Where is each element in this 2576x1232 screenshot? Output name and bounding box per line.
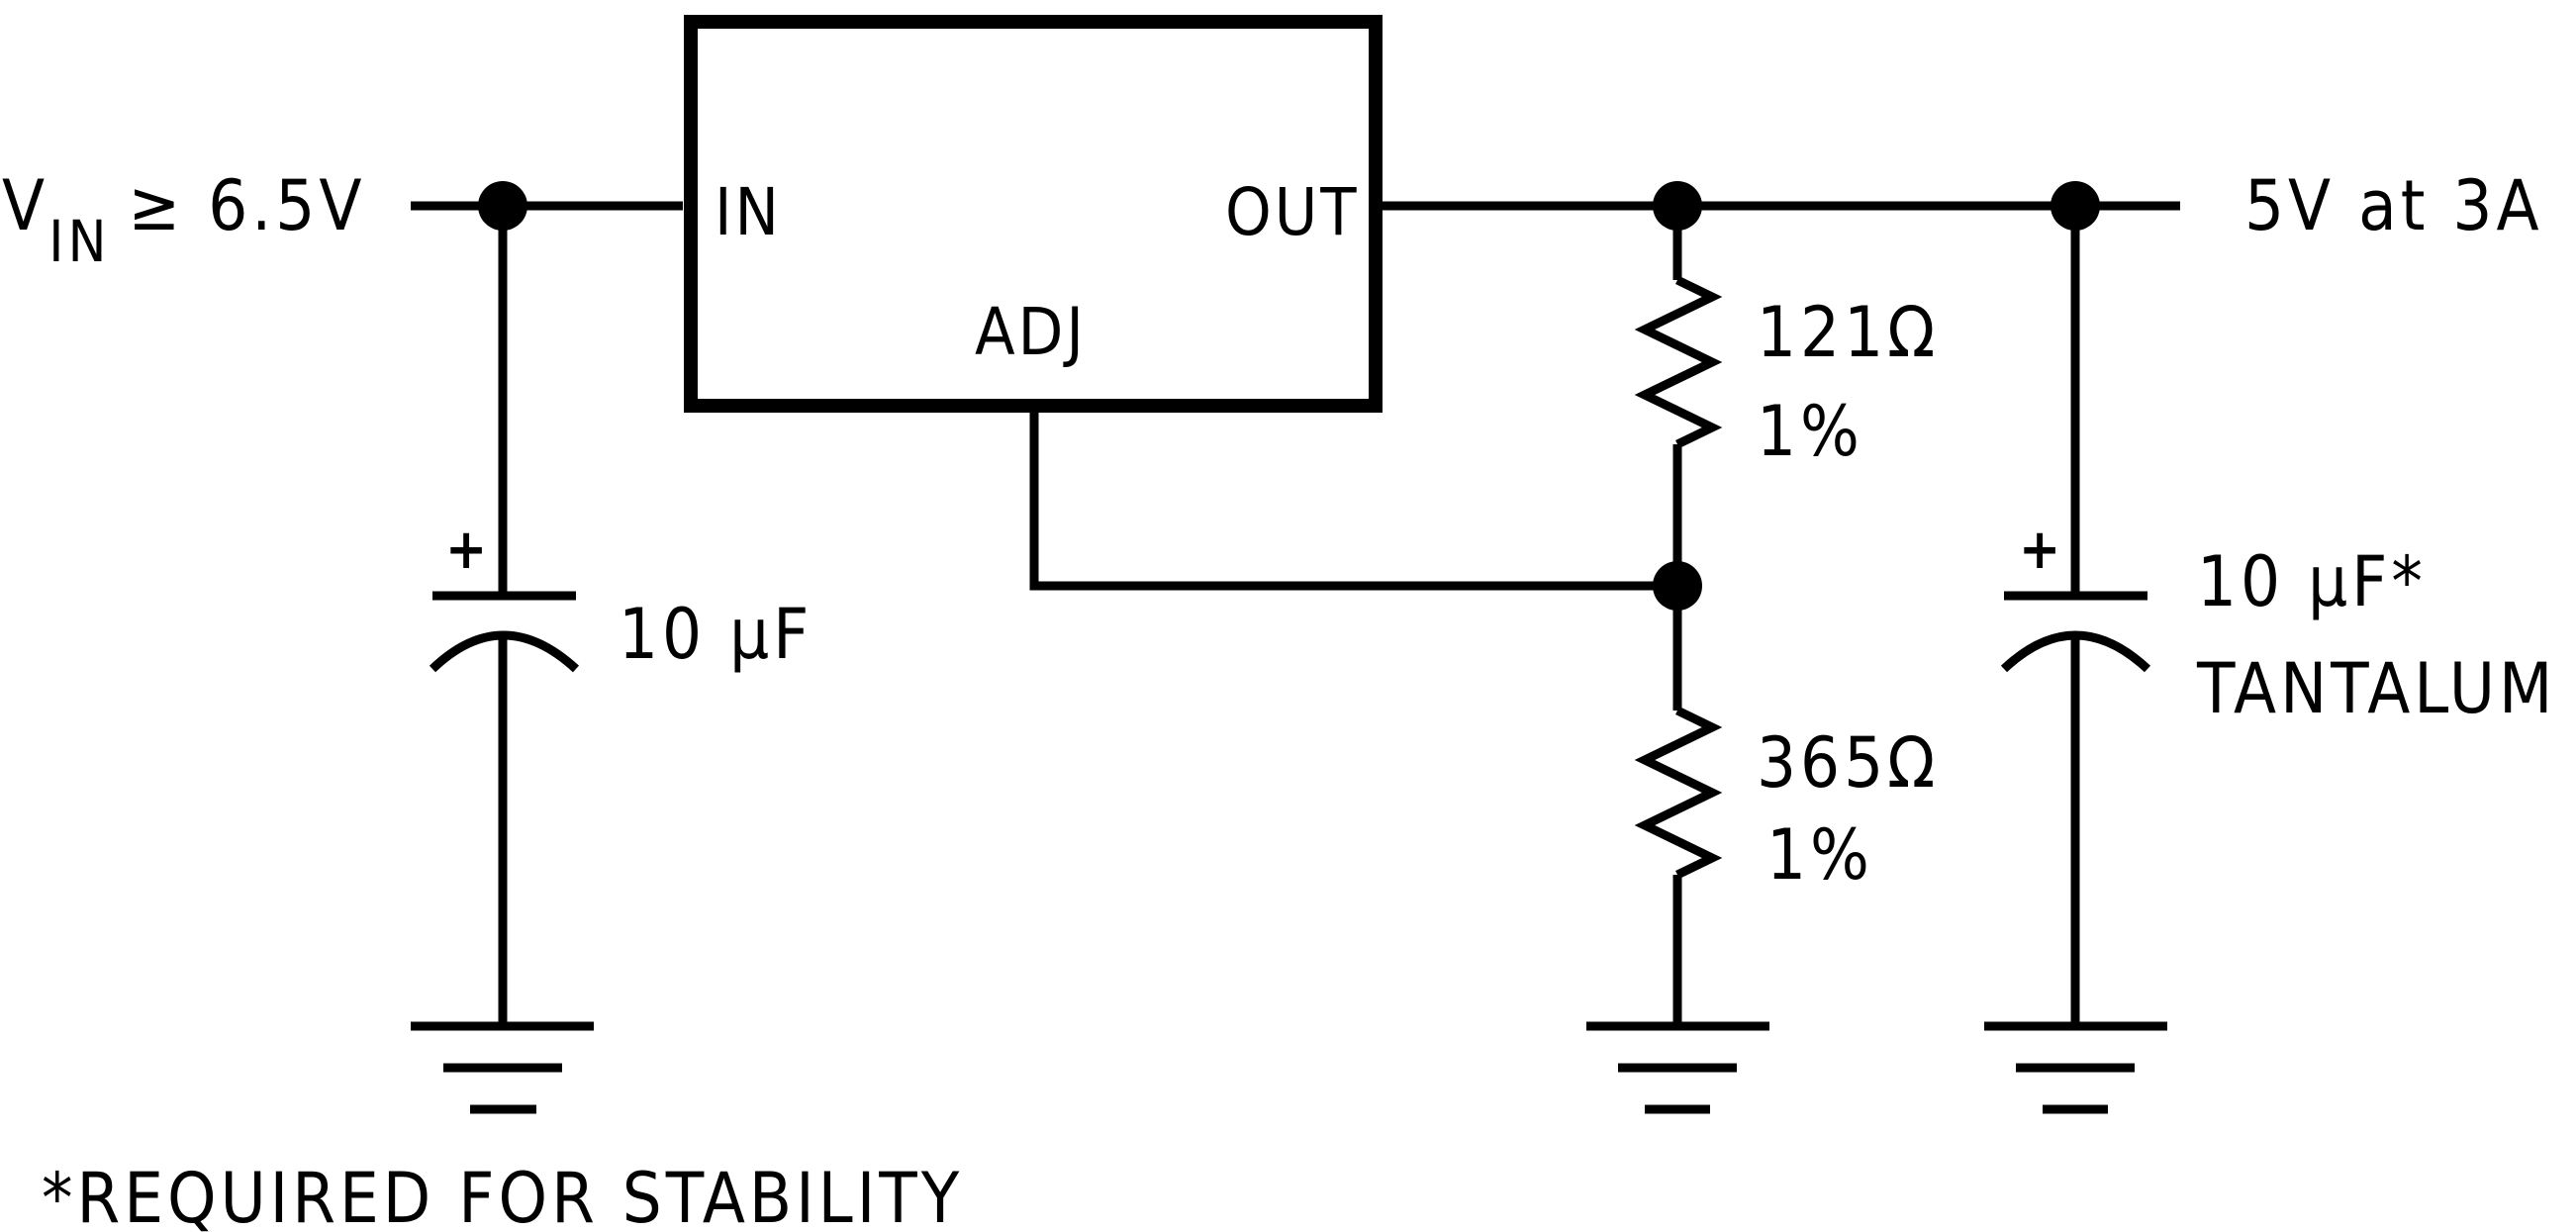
resistor-bottom: [1634, 586, 1723, 1026]
ground-icon-input: [411, 1021, 594, 1114]
pin-in-label: IN: [715, 174, 782, 250]
vin-label: VIN≥ 6.5V: [2, 165, 365, 275]
output-cap-value: 10 μF*: [2197, 541, 2427, 622]
output-label: 5V at 3A: [2244, 165, 2543, 246]
ground-icon-output: [1984, 1021, 2167, 1114]
output-cap-plus-sign: +: [2019, 518, 2060, 582]
pin-out-label: OUT: [1225, 174, 1359, 250]
input-cap-value: 10 μF: [619, 594, 812, 675]
resistor-bottom-tolerance: 1%: [1766, 814, 1873, 896]
ground-icon-resistor: [1586, 1021, 1769, 1114]
regulator-block: [684, 15, 1383, 413]
resistor-top-value: 121Ω: [1757, 292, 1939, 373]
footnote: *REQUIRED FOR STABILITY: [42, 1158, 963, 1232]
resistor-bottom-value: 365Ω: [1757, 722, 1939, 804]
input-cap-plus-sign: +: [445, 518, 487, 582]
resistor-top-tolerance: 1%: [1757, 391, 1863, 472]
resistor-top: [1634, 206, 1723, 586]
pin-adj-label: ADJ: [975, 294, 1087, 370]
adj-wire: [1029, 406, 1677, 591]
output-cap-type: TANTALUM: [2196, 648, 2556, 729]
